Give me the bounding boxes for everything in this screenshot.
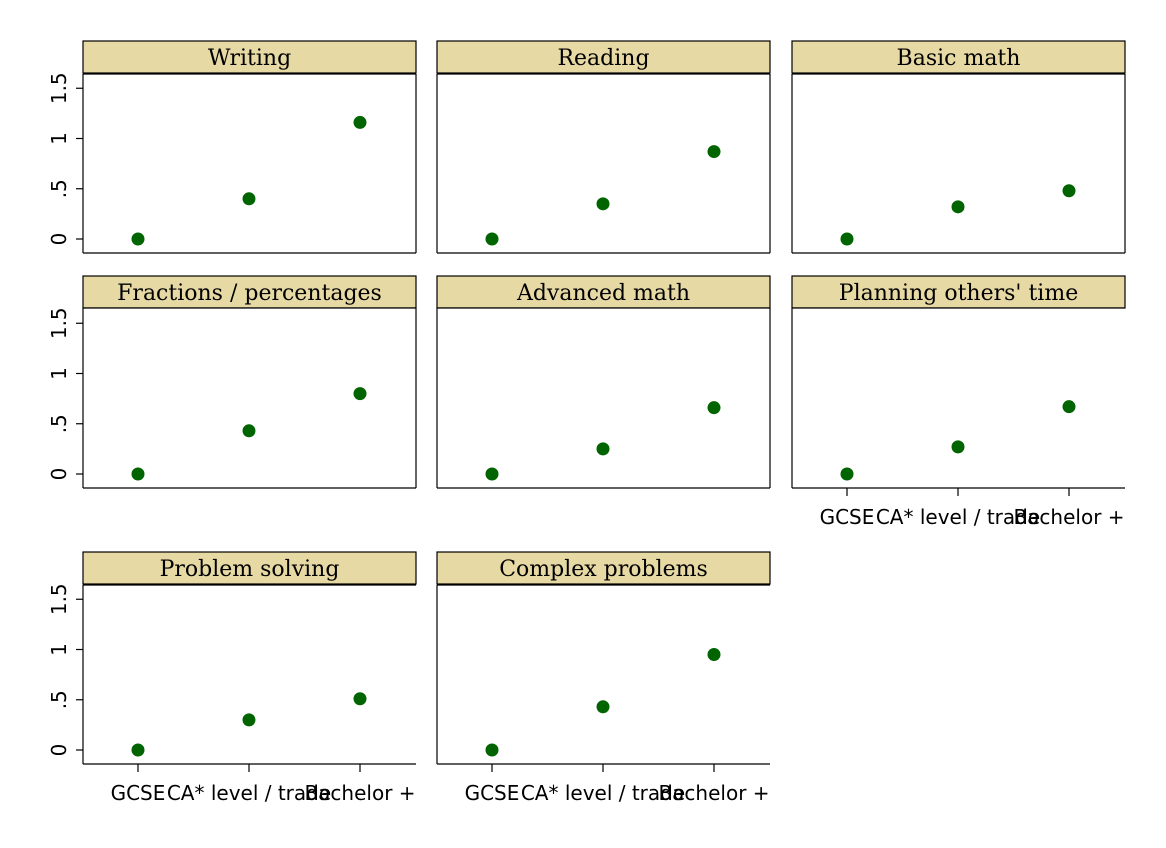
panel-title: Fractions / percentages bbox=[117, 281, 382, 306]
data-point bbox=[242, 424, 256, 438]
panel-strip bbox=[436, 40, 771, 74]
panel-title: Complex problems bbox=[499, 557, 708, 582]
y-tick-label: 0 bbox=[47, 468, 71, 481]
y-tick-label: 0 bbox=[47, 233, 71, 246]
data-point bbox=[596, 442, 610, 456]
data-point bbox=[840, 467, 854, 481]
data-point bbox=[353, 115, 367, 129]
data-point bbox=[485, 467, 499, 481]
panel-3: Fractions / percentages 0 .5 1 1.5 bbox=[47, 275, 417, 489]
x-tick-label: CA* level / trade bbox=[167, 781, 331, 805]
data-point bbox=[485, 232, 499, 246]
y-tick-label: 0 bbox=[47, 744, 71, 757]
data-point bbox=[485, 743, 499, 757]
x-tick-label: GCSE bbox=[820, 505, 875, 529]
data-point bbox=[1062, 184, 1076, 198]
plot-area bbox=[792, 74, 1125, 253]
plot-area bbox=[83, 74, 416, 253]
x-tick-label: CA* level / trade bbox=[876, 505, 1040, 529]
data-point bbox=[951, 200, 965, 214]
x-tick-label: GCSE bbox=[465, 781, 520, 805]
panel-2: Basic math bbox=[791, 40, 1126, 254]
y-tick-label: .5 bbox=[47, 690, 71, 709]
data-point bbox=[840, 232, 854, 246]
plot-area bbox=[437, 308, 770, 488]
panel-strip bbox=[791, 275, 1126, 309]
plot-area bbox=[437, 74, 770, 253]
x-tick-label: Bachelor + bbox=[1013, 505, 1124, 529]
panel-title: Problem solving bbox=[160, 557, 340, 582]
plot-area bbox=[83, 308, 416, 488]
data-point bbox=[951, 440, 965, 454]
data-point bbox=[242, 713, 256, 727]
panel-title: Reading bbox=[557, 46, 649, 71]
y-tick-label: 1 bbox=[47, 367, 71, 380]
data-point bbox=[242, 192, 256, 206]
plot-area bbox=[83, 585, 416, 764]
panel-strip bbox=[82, 40, 417, 74]
data-point bbox=[707, 401, 721, 415]
y-tick-label: .5 bbox=[47, 414, 71, 433]
data-point bbox=[353, 692, 367, 706]
panel-0: Writing 0 .5 1 1.5 bbox=[47, 40, 417, 254]
y-tick-label: 1 bbox=[47, 643, 71, 656]
data-point bbox=[707, 648, 721, 662]
y-tick-label: 1.5 bbox=[47, 583, 71, 615]
panel-4: Advanced math bbox=[436, 275, 771, 489]
x-tick-label: CA* level / trade bbox=[521, 781, 685, 805]
panel-strip bbox=[436, 551, 771, 585]
y-tick-label: 1 bbox=[47, 132, 71, 145]
y-tick-label: 1.5 bbox=[47, 72, 71, 104]
data-point bbox=[1062, 400, 1076, 414]
y-tick-label: 1.5 bbox=[47, 307, 71, 339]
data-point bbox=[131, 467, 145, 481]
panel-title: Writing bbox=[208, 46, 291, 71]
panel-title: Planning others' time bbox=[839, 281, 1078, 306]
panel-title: Basic math bbox=[897, 46, 1021, 71]
plot-area bbox=[437, 585, 770, 764]
y-tick-label: .5 bbox=[47, 179, 71, 198]
panel-strip bbox=[82, 551, 417, 585]
panel-strip bbox=[791, 40, 1126, 74]
data-point bbox=[131, 743, 145, 757]
panel-strip bbox=[436, 275, 771, 309]
x-tick-label: Bachelor + bbox=[304, 781, 415, 805]
data-point bbox=[596, 197, 610, 211]
data-point bbox=[131, 232, 145, 246]
data-point bbox=[596, 700, 610, 714]
x-tick-label: Bachelor + bbox=[658, 781, 769, 805]
x-tick-label: GCSE bbox=[111, 781, 166, 805]
panel-strip bbox=[82, 275, 417, 309]
panel-1: Reading bbox=[436, 40, 771, 254]
data-point bbox=[707, 145, 721, 159]
plot-area bbox=[792, 308, 1125, 488]
panel-title: Advanced math bbox=[516, 281, 690, 306]
data-point bbox=[353, 387, 367, 401]
